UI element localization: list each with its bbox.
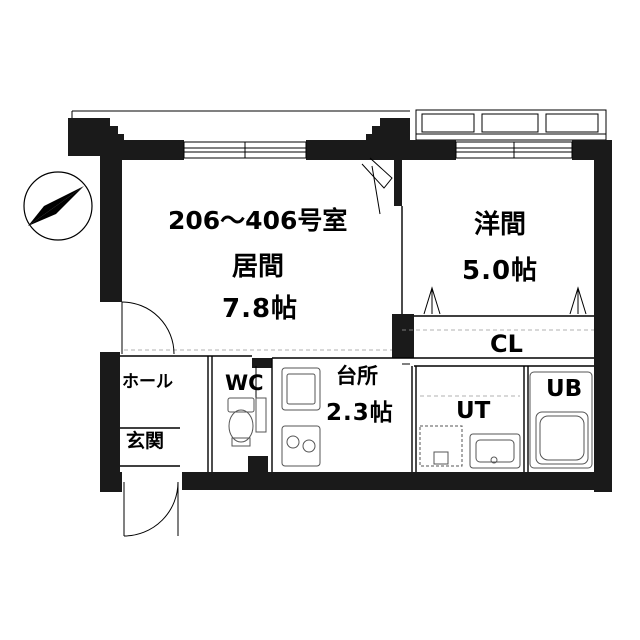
entrance-label: 玄関 — [126, 430, 165, 452]
western-room-size: 5.0帖 — [462, 256, 539, 286]
doors — [121, 157, 410, 537]
balcony — [71, 109, 607, 141]
walls — [68, 118, 612, 492]
kitchen-fixtures — [281, 367, 463, 467]
partitions — [120, 206, 594, 472]
western-door — [361, 157, 393, 189]
closet-doors — [423, 286, 587, 315]
western-room-label: 洋間 — [474, 210, 527, 240]
kitchen-label: 台所 — [336, 364, 378, 388]
room-number-title: 206～406号室 — [168, 206, 348, 235]
unit-bath-label: UB — [546, 376, 583, 402]
utility-label: UT — [456, 398, 491, 424]
toilet-fixture — [227, 397, 267, 447]
closet-label: CL — [490, 330, 523, 358]
unit-bath-fixture — [529, 371, 593, 469]
living-room-label: 居間 — [232, 252, 285, 282]
utility-fixtures — [433, 433, 521, 469]
hall-label: ホール — [122, 372, 173, 392]
kitchen-size: 2.3帖 — [326, 400, 394, 426]
hall-door-swing — [121, 301, 175, 355]
dashed-guides — [124, 329, 594, 397]
entrance-door-swing — [123, 481, 179, 537]
toilet-label: WC — [225, 371, 264, 395]
north-arrow-icon — [23, 171, 93, 241]
living-room-size: 7.8帖 — [222, 294, 299, 324]
windows — [183, 141, 573, 159]
